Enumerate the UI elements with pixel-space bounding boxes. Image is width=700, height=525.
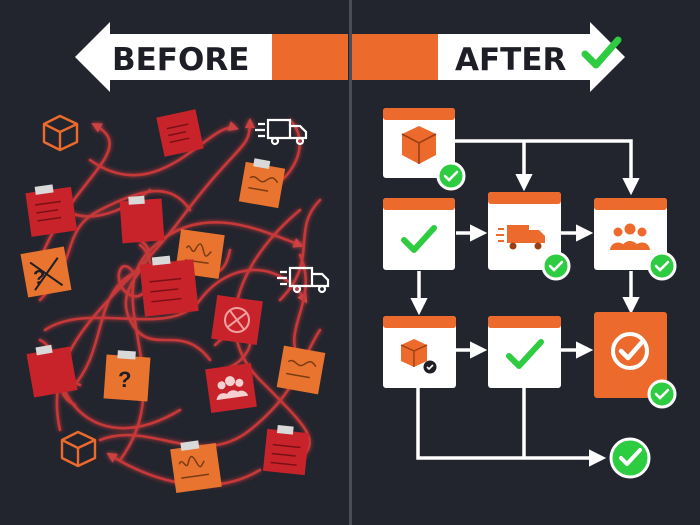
sticky-note (103, 350, 151, 402)
chaos-notes: ? ? (20, 109, 330, 493)
sticky-note (170, 440, 222, 493)
check-badge-icon (436, 161, 466, 191)
question-mark-icon: ? (118, 367, 131, 392)
step-card-approve (488, 316, 561, 388)
banner: BEFORE AFTER (75, 22, 625, 92)
sticky-note-crossed (20, 246, 72, 298)
before-label: BEFORE (112, 42, 249, 78)
banner-accent-right (352, 34, 438, 80)
team-icon (610, 223, 650, 250)
step-card-complete (594, 312, 677, 409)
checkmark-icon (401, 225, 437, 253)
sticky-note (262, 424, 310, 476)
after-checkmark-icon (581, 36, 622, 69)
step-card-ship (488, 192, 571, 281)
sticky-note (276, 345, 326, 395)
center-divider (349, 0, 352, 525)
checkmark-icon (506, 339, 544, 369)
check-badge-icon (647, 379, 677, 409)
package-icon (60, 430, 97, 468)
flow-connectors (410, 139, 640, 467)
package-check-icon (400, 339, 437, 374)
check-badge-icon (647, 251, 677, 281)
step-card-receive-package (383, 108, 466, 191)
sticky-note (139, 255, 199, 317)
after-arrow-banner (438, 22, 625, 92)
sticky-note (26, 344, 78, 398)
delivery-truck-icon (496, 225, 545, 250)
question-mark-icon: ? (33, 267, 45, 289)
package-icon (42, 114, 79, 152)
sticky-note (25, 184, 78, 237)
step-card-verify (383, 198, 455, 270)
flow-steps (383, 108, 677, 479)
step-card-package-checked (383, 316, 456, 388)
delivery-truck-icon (277, 266, 330, 294)
sticky-note (119, 195, 165, 244)
step-card-team-review (594, 198, 677, 281)
team-icon (205, 363, 257, 413)
delivery-truck-icon (255, 118, 308, 146)
sticky-note (156, 109, 204, 157)
sticky-note (238, 158, 286, 209)
package-icon (401, 126, 437, 164)
circle-check-icon (611, 332, 649, 370)
before-arrow-banner (75, 22, 272, 92)
crossed-out-note-icon (211, 295, 263, 345)
check-badge-icon (541, 251, 571, 281)
after-label: AFTER (455, 42, 566, 78)
banner-accent-left (272, 34, 348, 80)
final-result-check-badge-icon (609, 437, 651, 479)
